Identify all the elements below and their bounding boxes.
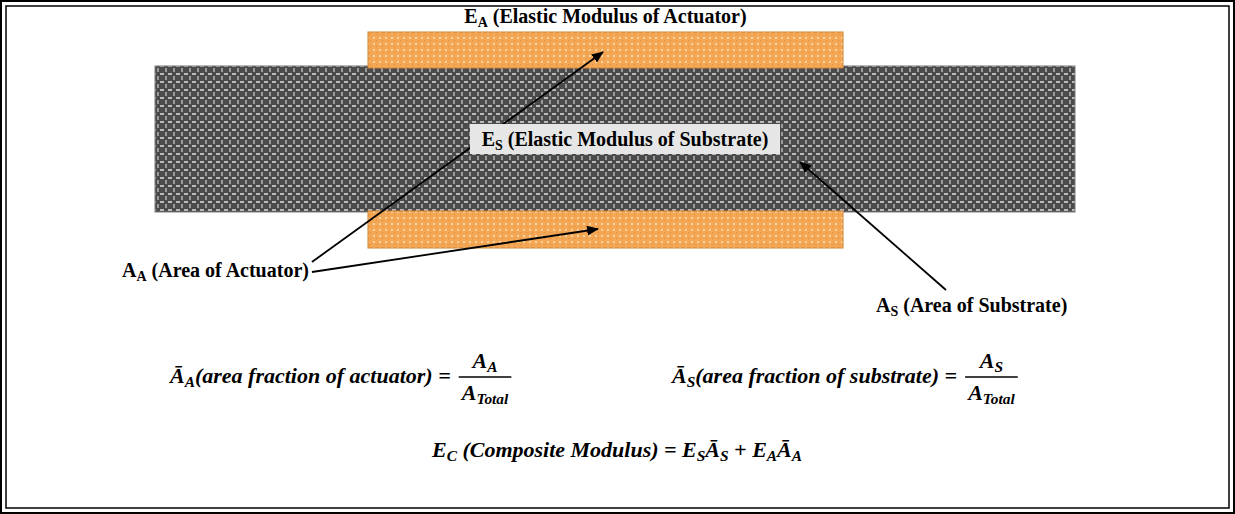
leader-arrow [312,52,603,262]
fraction-denominator: ATotal [462,380,509,406]
substrate-shape [155,66,1075,212]
actuator-box: EA (Elastic Modulus of Actuator) [368,32,843,68]
actuator-bottom-shape [368,211,843,248]
actuator-top-shape [368,32,843,68]
part-label: ES (Elastic Modulus of Substrate) [470,124,781,154]
part-heading: EA (Elastic Modulus of Actuator) [464,4,746,28]
part-label: AA (Area of Actuator) [122,258,309,282]
formula: EC (Composite Modulus) = ESĀS + EAĀA [432,437,802,463]
fraction-numerator: AA [473,348,498,374]
fraction-bar [459,376,512,378]
fraction-numerator: AS [980,348,1003,374]
inner-frame [6,6,1229,508]
fraction-denominator: ATotal [968,380,1015,406]
formula: ĀA(area fraction of actuator) = [170,363,451,389]
formula: ĀS(area fraction of substrate) = [672,363,957,389]
leader-arrow [312,229,598,272]
leader-arrow [800,162,946,290]
part-label: AS (Area of Substrate) [876,293,1067,317]
fraction-bar [965,376,1018,378]
substrate-box: ES (Elastic Modulus of Substrate) [155,66,1075,212]
